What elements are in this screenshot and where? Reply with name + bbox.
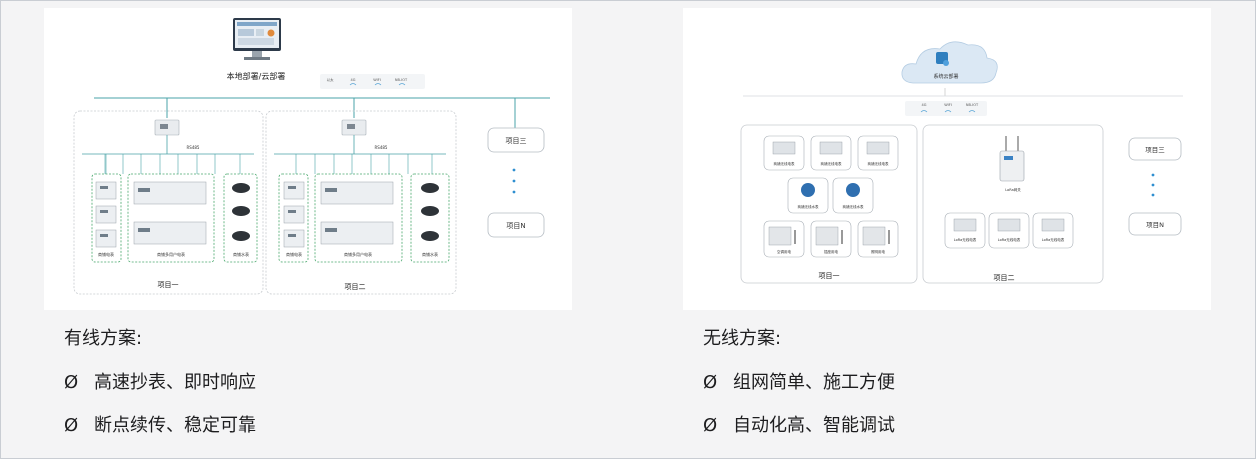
- concentrator-icon: [154, 119, 180, 136]
- group-label: 商铺多用户电表: [157, 251, 185, 257]
- water-meter-icon: [232, 183, 439, 241]
- network-chips: 以太 4G WIFI NB-IOT: [320, 74, 425, 89]
- network-label: 4G: [922, 103, 927, 107]
- wireless-diagram: 系统云部署 4G WIFI NB-IOT 商铺无线电表 商铺无线电表 商铺无线电…: [740, 41, 1183, 284]
- project-label: 项目二: [994, 274, 1015, 282]
- network-label: WIFI: [944, 103, 952, 107]
- wireless-bullet: Ø 组网简单、施工方便: [703, 368, 895, 394]
- deploy-label: 本地部署/云部署: [227, 71, 286, 81]
- gateway-icon: [999, 136, 1025, 182]
- project-label: 项目二: [345, 283, 366, 291]
- bullet-mark: Ø: [703, 415, 718, 436]
- network-label: WIFI: [373, 78, 381, 82]
- project3-label: 项目三: [506, 137, 527, 145]
- wireless-water-meter-icon: [787, 177, 874, 214]
- bullet-text: 自动化高、智能调试: [733, 415, 895, 436]
- bullet-text: 高速抄表、即时响应: [94, 372, 256, 393]
- wired-diagram-panel: 本地部署/云部署 以太 4G WIFI NB-IOT RS485 RS485: [44, 8, 572, 310]
- group-label: 商铺多用户电表: [344, 251, 372, 257]
- cloud-icon: [901, 41, 998, 84]
- rs485-label: RS485: [187, 145, 200, 150]
- wireless-heading: 无线方案:: [703, 328, 782, 349]
- concentrator-icon: [341, 119, 367, 136]
- lora-meter-icon: [944, 212, 1074, 249]
- socket-label: 照明用电: [871, 249, 885, 254]
- wired-bullet: Ø 断点续传、稳定可靠: [64, 411, 256, 437]
- group-label: 商铺电表: [98, 251, 114, 257]
- meter-label: 商铺无线电表: [868, 161, 889, 166]
- lora-label: LoRa无线电表: [998, 237, 1021, 242]
- wireless-bullet: Ø 自动化高、智能调试: [703, 411, 895, 437]
- wireless-meter-icon: [763, 135, 899, 171]
- network-label: NB-IOT: [966, 103, 979, 107]
- wireless-diagram-panel: 系统云部署 4G WIFI NB-IOT 商铺无线电表 商铺无线电表 商铺无线电…: [683, 8, 1211, 310]
- group-label: 商铺水表: [422, 251, 438, 257]
- bullet-mark: Ø: [703, 372, 718, 393]
- meter-label: 商铺无线电表: [774, 161, 795, 166]
- lora-label: LoRa无线电表: [1042, 237, 1065, 242]
- meter-label: 商铺无线电表: [821, 161, 842, 166]
- bullet-text: 组网简单、施工方便: [733, 372, 895, 393]
- socket-meter-icon: [763, 220, 899, 258]
- water-label: 商铺无线水表: [843, 204, 864, 209]
- project-label: 项目一: [819, 272, 840, 280]
- wired-bullet: Ø 高速抄表、即时响应: [64, 368, 256, 394]
- wired-diagram: 本地部署/云部署 以太 4G WIFI NB-IOT RS485 RS485: [73, 18, 550, 295]
- cloud-label: 系统云部署: [933, 73, 958, 80]
- network-label: NB-IOT: [395, 78, 408, 82]
- projectN-label: 项目N: [1146, 221, 1164, 229]
- socket-label: 插座用电: [824, 249, 838, 254]
- electric-meter-icon: [95, 181, 394, 248]
- group-label: 商铺水表: [233, 251, 249, 257]
- lora-label: LoRa无线电表: [954, 237, 977, 242]
- group-label: 商铺电表: [286, 251, 302, 257]
- project-label: 项目一: [158, 281, 179, 289]
- project3-label: 项目三: [1145, 146, 1165, 154]
- rs485-label: RS485: [375, 145, 388, 150]
- network-label: 4G: [351, 78, 356, 82]
- bullet-mark: Ø: [64, 372, 79, 393]
- bullet-mark: Ø: [64, 415, 79, 436]
- gateway-label: LoRa网关: [1005, 187, 1021, 192]
- monitor-icon: [233, 18, 281, 60]
- network-chips: 4G WIFI NB-IOT: [905, 101, 987, 116]
- bullet-text: 断点续传、稳定可靠: [94, 415, 256, 436]
- water-label: 商铺无线水表: [798, 204, 819, 209]
- network-label: 以太: [327, 77, 335, 82]
- wired-heading: 有线方案:: [64, 328, 143, 349]
- socket-label: 空调用电: [777, 249, 791, 254]
- projectN-label: 项目N: [506, 222, 525, 230]
